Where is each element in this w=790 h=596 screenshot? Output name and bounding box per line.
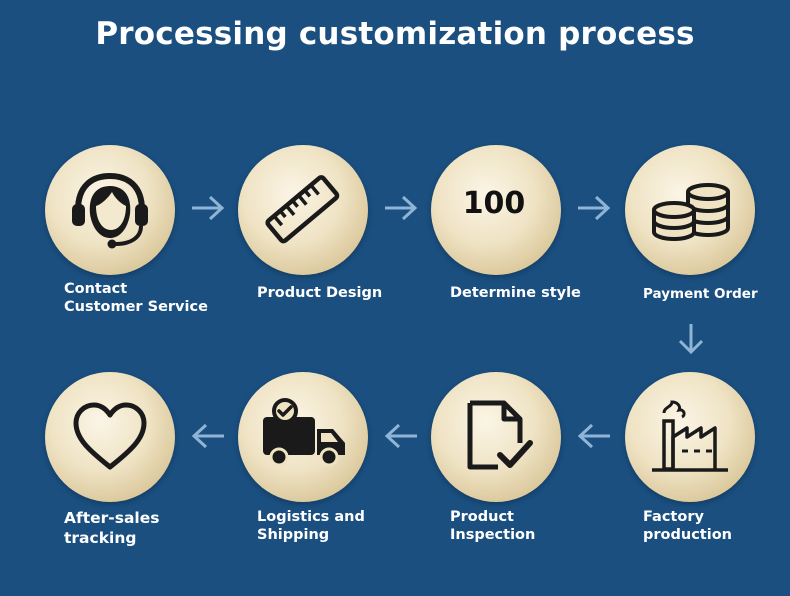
arrow-left-icon bbox=[191, 423, 224, 449]
truck-icon bbox=[263, 398, 345, 467]
step-label: After-sales tracking bbox=[64, 509, 160, 547]
step-logistics-shipping bbox=[238, 372, 368, 502]
step-after-sales-tracking bbox=[45, 372, 175, 502]
step-label: Factory production bbox=[643, 509, 732, 543]
step-factory-production bbox=[625, 372, 755, 502]
step-label: Product Design bbox=[257, 285, 383, 301]
step-contact-customer-service bbox=[45, 145, 175, 275]
arrow-right-icon bbox=[578, 195, 611, 221]
step-product-inspection bbox=[431, 372, 561, 502]
step-label: Payment Order bbox=[643, 286, 758, 302]
arrow-left-icon bbox=[384, 423, 417, 449]
page-title: Processing customization process bbox=[95, 16, 695, 52]
step-label: Product Inspection bbox=[450, 509, 536, 543]
step-payment-order bbox=[625, 145, 755, 275]
factory-icon bbox=[652, 400, 728, 472]
heart-icon bbox=[73, 402, 147, 470]
arrow-right-icon bbox=[192, 195, 225, 221]
coins-icon bbox=[652, 183, 730, 241]
arrow-left-icon bbox=[577, 423, 610, 449]
document-check-icon bbox=[467, 400, 533, 470]
step-label: Determine style bbox=[450, 285, 581, 301]
step-label: Logistics and Shipping bbox=[257, 509, 365, 543]
arrow-down-icon bbox=[678, 324, 704, 355]
step-product-design bbox=[238, 145, 368, 275]
ruler-icon bbox=[265, 175, 340, 244]
arrow-right-icon bbox=[385, 195, 418, 221]
step-determine-style: 100 bbox=[431, 145, 561, 275]
headset-icon bbox=[72, 172, 148, 249]
step-label: Contact Customer Service bbox=[64, 281, 208, 315]
number-badge: 100 bbox=[462, 185, 526, 221]
